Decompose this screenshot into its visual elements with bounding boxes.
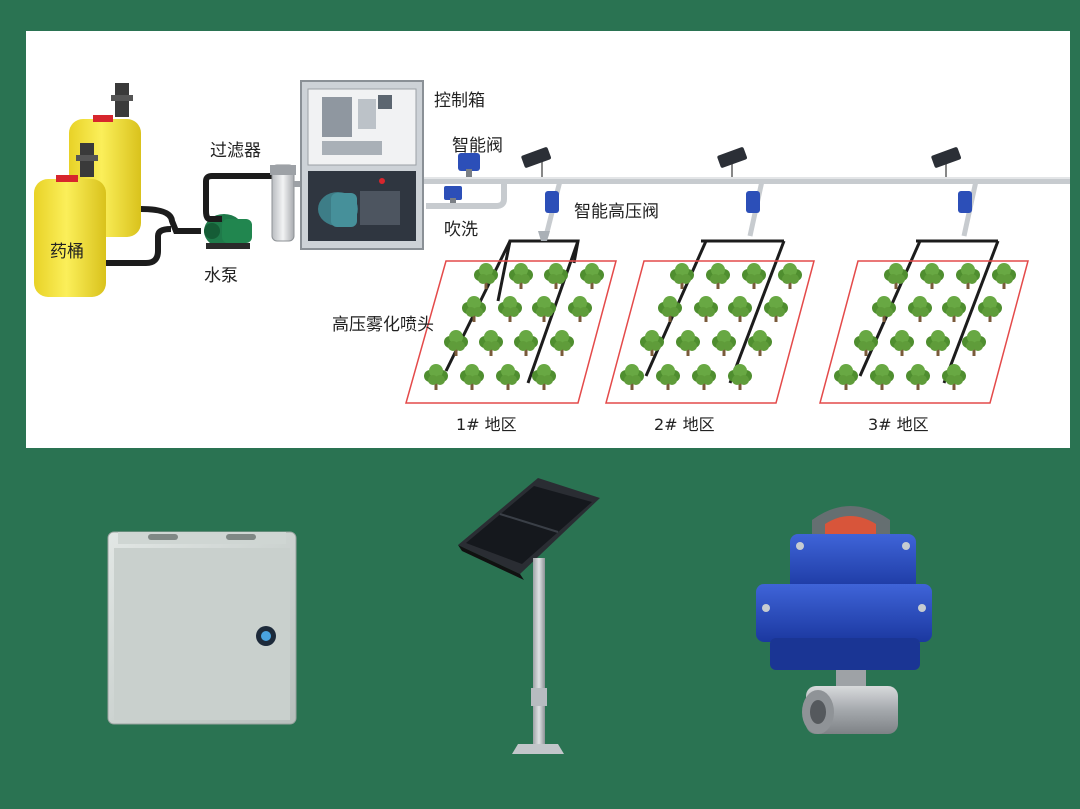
smart-valve-label: 智能阀 bbox=[452, 136, 503, 156]
zone-3-label: 3# 地区 bbox=[868, 415, 929, 434]
filter bbox=[270, 164, 302, 242]
control-box bbox=[300, 80, 424, 250]
nozzle-label: 高压雾化喷头 bbox=[332, 315, 434, 335]
zone-2-assembly bbox=[605, 147, 815, 404]
tank-front bbox=[34, 143, 106, 297]
pump bbox=[204, 214, 252, 249]
filter-label: 过滤器 bbox=[210, 141, 261, 161]
zone-3-assembly bbox=[819, 147, 1029, 404]
electric-ball-valve-icon bbox=[756, 506, 932, 734]
zone-1-assembly bbox=[405, 147, 617, 404]
irrigation-diagram: 药桶 过滤器 水泵 控制箱 智能阀 吹洗 智能高压阀 高压雾化喷头 1# 地区 … bbox=[26, 31, 1070, 448]
control-box-icon bbox=[107, 531, 297, 725]
flush-label: 吹洗 bbox=[444, 220, 478, 240]
tank-label: 药桶 bbox=[50, 242, 84, 262]
device-graphics bbox=[107, 478, 932, 754]
zone-1-label: 1# 地区 bbox=[456, 415, 517, 434]
hp-valve-label: 智能高压阀 bbox=[574, 202, 659, 222]
device-photos bbox=[0, 448, 1080, 809]
zone-2-label: 2# 地区 bbox=[654, 415, 715, 434]
pump-label: 水泵 bbox=[204, 266, 238, 286]
solar-panel-icon bbox=[458, 478, 600, 754]
control-box-label: 控制箱 bbox=[434, 91, 485, 111]
diagram-graphic bbox=[34, 80, 1070, 404]
